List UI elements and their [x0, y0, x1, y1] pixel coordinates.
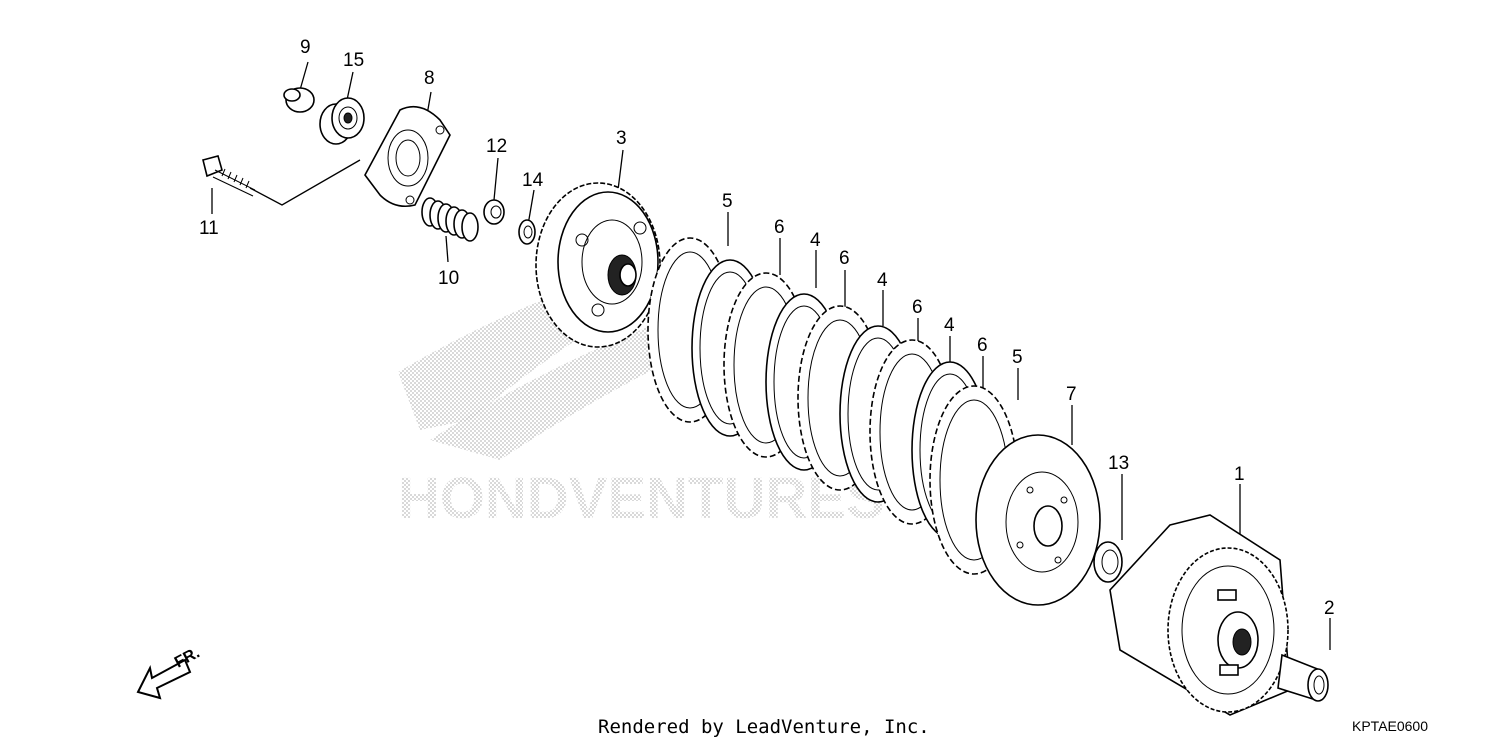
lifter-plate-part-8	[364, 105, 451, 208]
diagram-code: KPTAE0600	[1352, 718, 1429, 734]
washer-part-13	[1093, 541, 1123, 583]
watermark-text: HONDVENTURES	[398, 466, 885, 531]
callout-6-c: 6	[912, 297, 923, 318]
callout-2: 2	[1324, 598, 1335, 619]
bolt-part-11	[202, 155, 256, 197]
callout-13: 13	[1108, 453, 1129, 474]
callout-12: 12	[486, 136, 507, 157]
spring-part-10	[421, 197, 479, 242]
clutch-disc-stack	[647, 237, 1019, 575]
callout-6-b: 6	[839, 248, 850, 269]
callout-15: 15	[343, 50, 364, 71]
callout-6-d: 6	[977, 335, 988, 356]
callout-5-b: 5	[1012, 347, 1023, 368]
callout-10: 10	[438, 268, 459, 289]
callout-11: 11	[199, 218, 219, 239]
callout-1: 1	[1234, 464, 1245, 485]
washer-part-14	[518, 219, 536, 245]
callout-4-c: 4	[944, 315, 955, 336]
callout-4-a: 4	[810, 230, 821, 251]
callout-6-a: 6	[774, 217, 785, 238]
cap-part-9	[283, 87, 315, 113]
callout-4-b: 4	[877, 270, 888, 291]
nut-part-12	[483, 199, 505, 225]
callout-7: 7	[1066, 384, 1077, 405]
clutch-outer-part-1	[1109, 514, 1291, 716]
callout-9: 9	[300, 37, 311, 58]
callout-5-a: 5	[722, 191, 733, 212]
front-direction-arrow-icon: FR.	[136, 644, 203, 700]
clutch-center-part-3	[535, 182, 661, 348]
collar-part-2	[1277, 653, 1329, 702]
leader-lines	[211, 61, 1331, 650]
callouts: 9 15 8 12 14 3 11 10 5 6 4 6 4 6 4 6 5 7…	[199, 37, 1335, 619]
footer-credit: Rendered by LeadVenture, Inc.	[598, 716, 930, 738]
callout-14: 14	[522, 170, 544, 191]
callout-8: 8	[424, 68, 435, 89]
callout-3: 3	[616, 128, 627, 149]
bearing-part-15	[319, 97, 365, 145]
pressure-plate-part-7	[975, 434, 1101, 606]
